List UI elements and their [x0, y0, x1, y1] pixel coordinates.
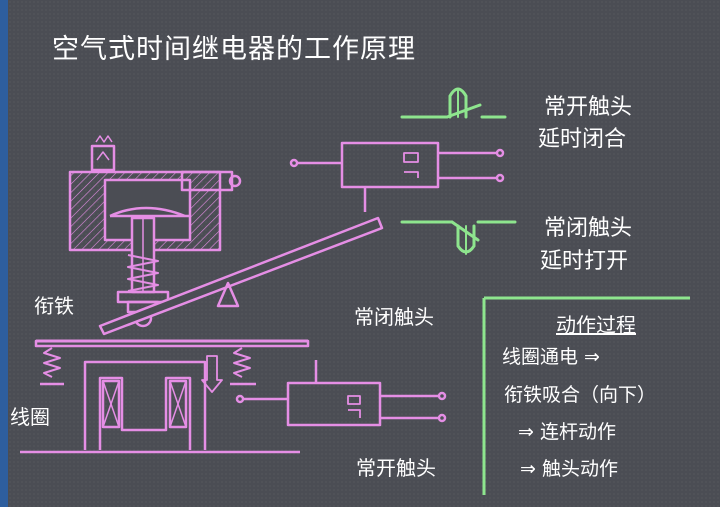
lever-fulcrum — [216, 281, 240, 308]
coil-left — [101, 379, 121, 429]
magnet-core — [83, 360, 207, 450]
lower-micro-switch — [286, 381, 382, 427]
label-nc-line1: 常闭触头 — [544, 216, 633, 241]
rod-head — [116, 290, 170, 304]
label-no-line2: 延时闭合 — [538, 127, 627, 152]
left-armature-spring — [43, 347, 61, 378]
adjust-screw — [90, 144, 116, 172]
label-armature: 衔铁 — [34, 294, 74, 318]
air-port — [180, 170, 234, 192]
process-title: 动作过程 — [556, 313, 636, 337]
label-no-contact: 常开触头 — [356, 456, 436, 480]
process-step-4: ⇒ 触头动作 — [520, 458, 618, 480]
process-bracket — [482, 296, 690, 495]
upper-micro-switch — [340, 141, 440, 189]
label-coil: 线圈 — [10, 405, 50, 429]
page-title: 空气式时间继电器的工作原理 — [52, 34, 416, 65]
label-nc-contact: 常闭触头 — [354, 305, 434, 329]
label-no-line1: 常开触头 — [544, 95, 633, 120]
rod-spring — [127, 254, 159, 292]
diaphragm — [109, 206, 186, 218]
down-arrow — [201, 355, 223, 393]
nc-delay-open-symbol — [400, 220, 517, 255]
right-armature-spring — [233, 347, 251, 378]
process-step-1: 线圈通电 ⇒ — [502, 346, 600, 368]
no-delay-close-symbol — [400, 87, 507, 119]
lever — [98, 216, 384, 336]
process-step-2: 衔铁吸合（向下） — [504, 384, 657, 406]
coil-right — [168, 379, 188, 429]
label-nc-line2: 延时打开 — [540, 249, 629, 274]
left-accent-bar — [0, 0, 8, 507]
process-step-3: ⇒ 连杆动作 — [518, 421, 616, 443]
mechanism — [20, 135, 505, 454]
